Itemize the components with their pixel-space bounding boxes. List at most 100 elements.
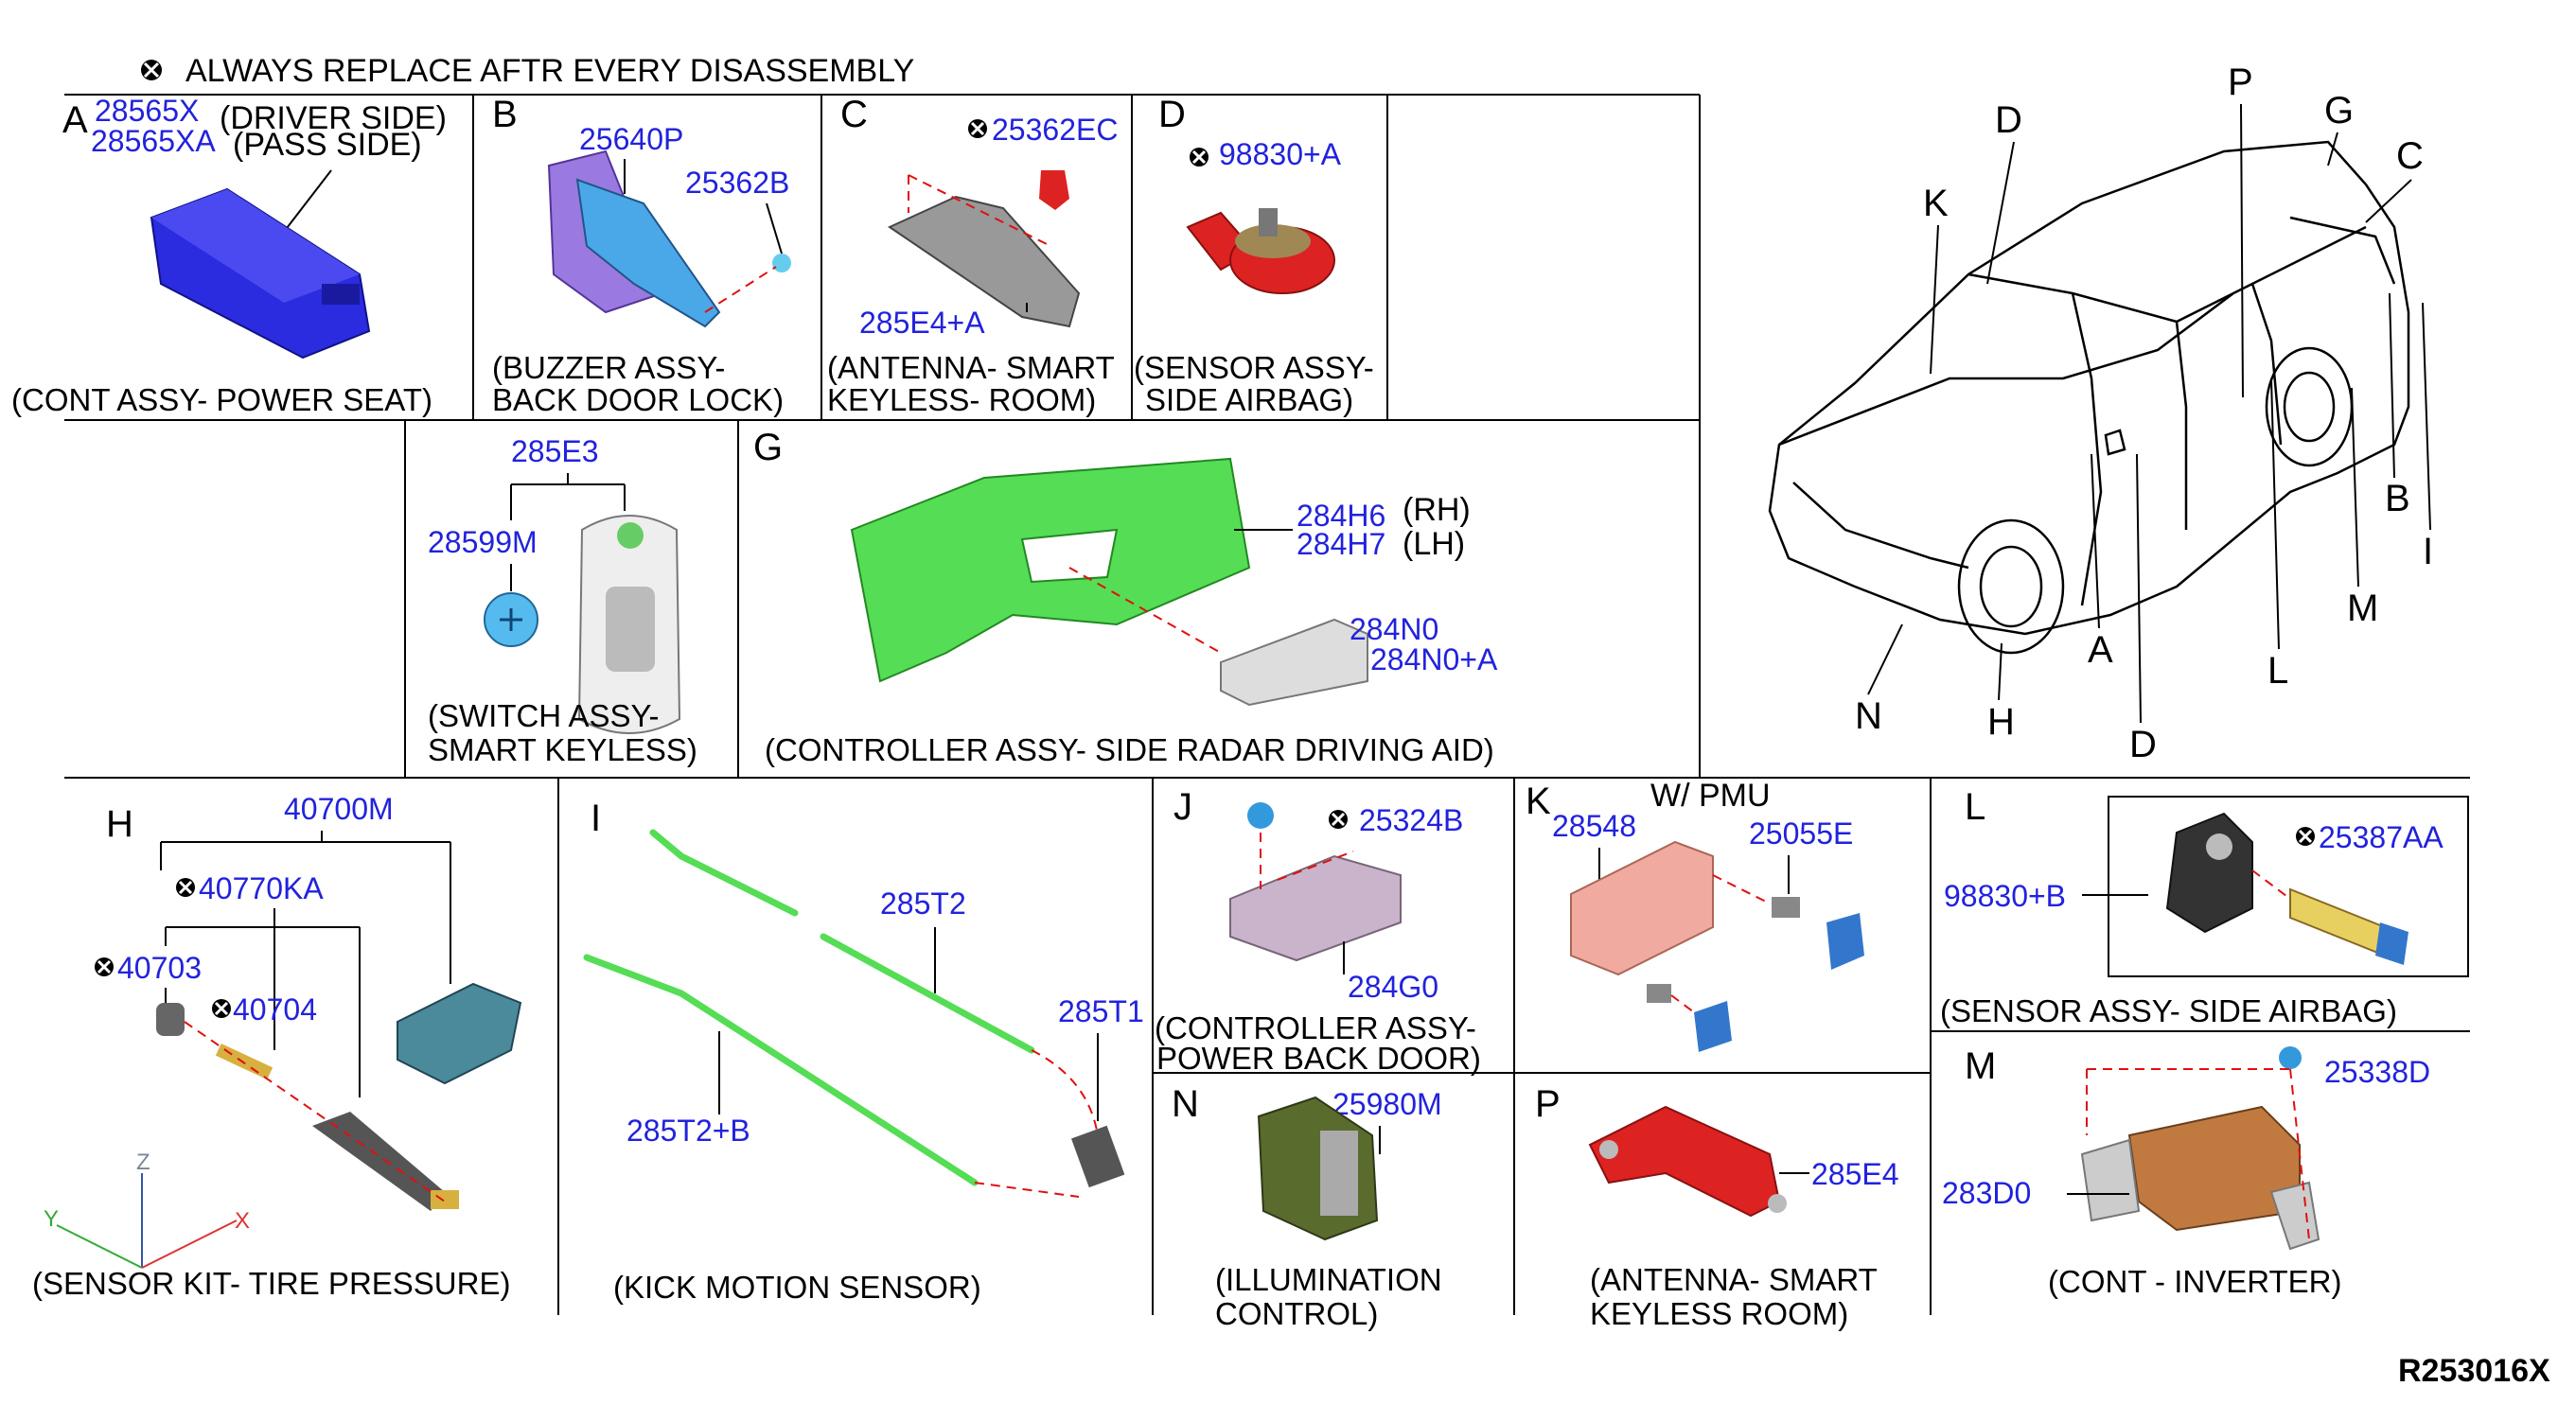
part-number-28548[interactable]: 28548 <box>1552 809 1636 843</box>
part-number-284n0-a[interactable]: 284N0+A <box>1370 642 1498 676</box>
vehicle-callout-b: B <box>2385 478 2410 519</box>
part-number-283d0[interactable]: 283D0 <box>1942 1176 2031 1210</box>
panel-g-letter: G <box>753 427 783 468</box>
panel-n-letter: N <box>1172 1083 1199 1125</box>
vehicle-callout-k: K <box>1923 183 1949 224</box>
part-number-285t1[interactable]: 285T1 <box>1058 994 1144 1028</box>
inverter-controller-illustration <box>2080 1046 2320 1251</box>
part-number-40703[interactable]: 40703 <box>117 951 202 985</box>
part-number-40770ka[interactable]: 40770KA <box>199 871 324 905</box>
panel-l-caption: (SENSOR ASSY- SIDE AIRBAG) <box>1940 993 2397 1028</box>
rh-note: (RH) <box>1403 492 1471 528</box>
panel-i-caption: (KICK MOTION SENSOR) <box>613 1270 981 1305</box>
panel-d-caption-line1: (SENSOR ASSY- <box>1134 350 1374 385</box>
pmu-note: W/ PMU <box>1650 778 1771 814</box>
part-number-284h7[interactable]: 284H7 <box>1297 527 1385 561</box>
part-number-285t2[interactable]: 285T2 <box>880 886 966 921</box>
smart-keyless-antenna-illustration <box>1588 1105 1787 1218</box>
panel-a-letter: A <box>62 99 88 141</box>
panel-b-letter: B <box>492 94 518 135</box>
part-number-25387aa[interactable]: 25387AA <box>2319 820 2444 854</box>
power-seat-module-illustration <box>150 187 371 360</box>
panel-g: G 284H6 (RH) 284H7 (LH) 284N0 284N0+A (C… <box>753 427 1498 767</box>
panel-d: D 98830+A (SENSOR ASSY- SIDE AIRBAG) <box>1134 94 1374 417</box>
power-back-door-controller-illustration <box>1229 802 1402 962</box>
part-number-25362ec[interactable]: 25362EC <box>992 113 1118 147</box>
buzzer-illustration <box>547 149 791 328</box>
driver-side-note: (DRIVER SIDE) <box>220 100 447 136</box>
panel-a-caption: (CONT ASSY- POWER SEAT) <box>11 382 432 417</box>
vehicle-callout-i: I <box>2423 531 2433 572</box>
vehicle-callout-a: A <box>2088 629 2113 671</box>
panel-b: B 25640P 25362B (BUZZER ASSY- BACK DOOR … <box>492 94 791 417</box>
part-number-28599m[interactable]: 28599M <box>428 525 538 559</box>
panel-d-letter: D <box>1158 94 1186 135</box>
panel-n-caption-line1: (ILLUMINATION <box>1215 1262 1442 1297</box>
panel-a: A 28565X (DRIVER SIDE) 28565XA (PASS SID… <box>11 94 447 417</box>
part-number-25324b[interactable]: 25324B <box>1359 803 1463 837</box>
part-number-285e4[interactable]: 285E4 <box>1811 1157 1899 1191</box>
panel-p-letter: P <box>1535 1083 1561 1125</box>
panel-i: I 285T2 285T2+B 285T1 (KICK MOTION SENSO… <box>583 798 1144 1305</box>
pmu-module-illustration <box>1570 840 1864 1052</box>
vehicle-callout-l: L <box>2267 650 2288 692</box>
panel-j: J 25324B 284G0 (CONTROLLER ASSY- POWER B… <box>1155 786 1481 1076</box>
panel-switch-smart-keyless: 285E3 28599M (SWITCH ASSY- SMART KEYLESS… <box>428 434 697 767</box>
panel-m: M 25338D 283D0 (CONT - INVERTER) <box>1942 1045 2430 1299</box>
part-number-284g0[interactable]: 284G0 <box>1348 970 1438 1004</box>
panel-i-letter: I <box>591 798 601 839</box>
part-number-25362b[interactable]: 25362B <box>685 166 789 200</box>
part-number-285e3[interactable]: 285E3 <box>511 434 599 468</box>
vehicle-callout-d-top: D <box>1995 99 2022 141</box>
illumination-control-illustration <box>1257 1096 1379 1241</box>
vehicle-callout-c: C <box>2396 135 2424 177</box>
panel-m-caption: (CONT - INVERTER) <box>2048 1264 2341 1299</box>
pass-side-note: (PASS SIDE) <box>233 127 422 163</box>
vehicle-callout-g: G <box>2324 90 2354 132</box>
panel-j-letter: J <box>1173 786 1192 828</box>
part-number-28565xa[interactable]: 28565XA <box>91 124 216 158</box>
lh-note: (LH) <box>1403 526 1465 562</box>
panel-j-caption-line2: POWER BACK DOOR) <box>1156 1041 1481 1076</box>
part-number-284h6[interactable]: 284H6 <box>1297 499 1385 533</box>
panel-c: C 25362EC 285E4+A (ANTENNA- SMART KEYLES… <box>827 94 1118 417</box>
header-note-text: ALWAYS REPLACE AFTR EVERY DISASSEMBLY <box>185 53 914 89</box>
vehicle-callout-p: P <box>2228 61 2253 103</box>
vehicle-callout-d-bottom: D <box>2129 724 2157 765</box>
panel-d-caption-line2: SIDE AIRBAG) <box>1145 382 1353 417</box>
part-number-285e4-a[interactable]: 285E4+A <box>859 306 985 340</box>
part-number-98830-a[interactable]: 98830+A <box>1219 137 1342 171</box>
part-number-284n0[interactable]: 284N0 <box>1350 612 1438 646</box>
part-number-40700m[interactable]: 40700M <box>284 792 394 826</box>
panel-h-letter: H <box>106 803 133 845</box>
panel-k: K W/ PMU 28548 25055E <box>1526 778 1864 1052</box>
part-number-285t2-b[interactable]: 285T2+B <box>626 1114 750 1148</box>
part-number-25338d[interactable]: 25338D <box>2324 1055 2430 1089</box>
panel-grid <box>64 94 2470 1315</box>
panel-l: L 25387AA 98830+B (SENSOR ASSY- SIDE AIR… <box>1940 786 2444 1028</box>
diagram-reference: R253016X <box>2398 1353 2550 1389</box>
panel-g-caption: (CONTROLLER ASSY- SIDE RADAR DRIVING AID… <box>765 732 1494 767</box>
axis-z-label: Z <box>136 1150 150 1175</box>
part-number-98830-b[interactable]: 98830+B <box>1944 879 2066 913</box>
vehicle-callout-n: N <box>1855 695 1882 737</box>
vehicle-overview-illustration <box>1768 140 2410 655</box>
panel-k-letter: K <box>1526 781 1551 822</box>
kick-sensor-illustration <box>583 829 1125 1198</box>
vehicle-callout-h: H <box>1987 701 2015 743</box>
panel-n: N 25980M (ILLUMINATION CONTROL) <box>1172 1083 1442 1331</box>
part-number-28565x[interactable]: 28565X <box>95 94 199 128</box>
side-airbag-sensor-illustration <box>2165 812 2408 965</box>
panel-c-caption-line2: KEYLESS- ROOM) <box>827 382 1096 417</box>
part-number-40704[interactable]: 40704 <box>233 992 317 1027</box>
panel-c-caption-line1: (ANTENNA- SMART <box>827 350 1115 385</box>
panel-switch-caption-line2: SMART KEYLESS) <box>428 732 697 767</box>
part-number-25640p[interactable]: 25640P <box>579 122 683 156</box>
part-number-25055e[interactable]: 25055E <box>1749 816 1853 851</box>
panel-b-caption-line1: (BUZZER ASSY- <box>492 350 725 385</box>
panel-c-letter: C <box>840 94 868 135</box>
part-number-25980m[interactable]: 25980M <box>1332 1087 1442 1121</box>
smart-keyless-antenna-illustration <box>887 170 1081 328</box>
tire-pressure-sensor-illustration <box>156 982 522 1211</box>
